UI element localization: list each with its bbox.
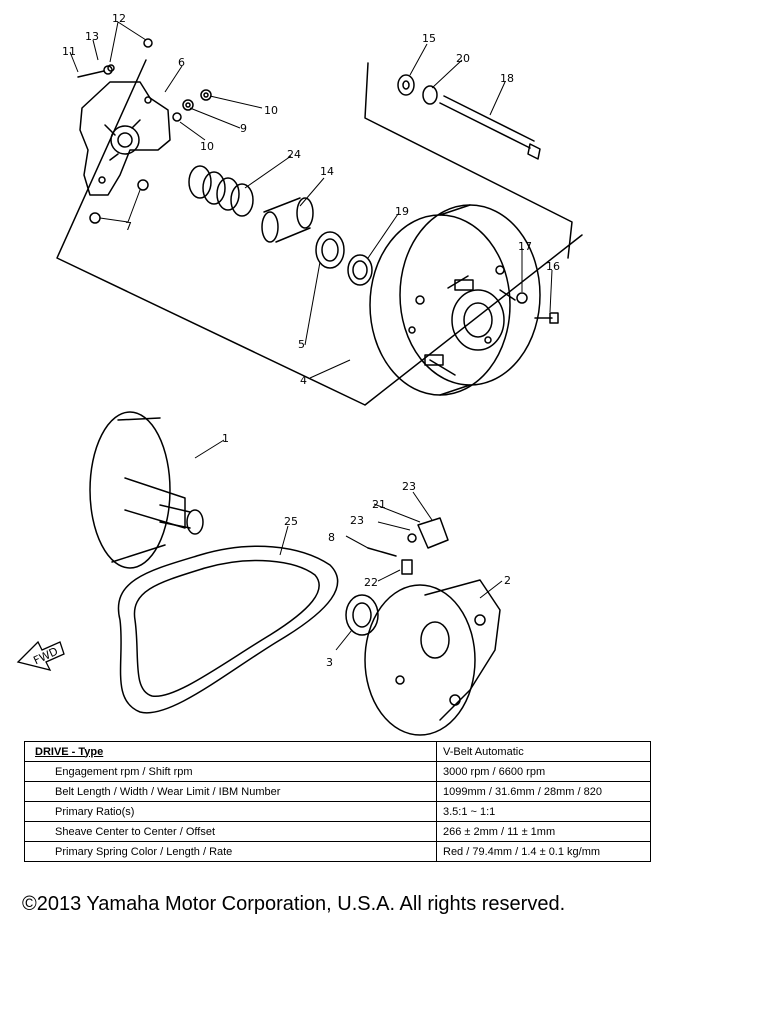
callout-11: 11 <box>62 45 76 58</box>
washer-part15 <box>397 74 415 96</box>
table-row: Primary Ratio(s) 3.5:1 ~ 1:1 <box>24 801 651 822</box>
callout-3: 3 <box>326 656 333 669</box>
bolt-part18 <box>439 95 541 160</box>
callout-23a: 23 <box>402 480 416 493</box>
fwd-arrow-icon: FWD <box>16 640 65 671</box>
callout-17: 17 <box>518 240 532 253</box>
spec-param: Sheave Center to Center / Offset <box>24 821 437 842</box>
callout-6: 6 <box>178 56 185 69</box>
callout-12: 12 <box>112 12 126 25</box>
callout-19: 19 <box>395 205 409 218</box>
callout-24: 24 <box>287 148 301 161</box>
callout-10a: 10 <box>264 104 278 117</box>
spec-param: Engagement rpm / Shift rpm <box>24 761 437 782</box>
v-belt-part25 <box>117 545 339 714</box>
callout-21: 21 <box>372 498 386 511</box>
spec-param: Primary Spring Color / Length / Rate <box>24 841 437 862</box>
movable-sheave-part2 <box>364 579 501 736</box>
spec-value: V-Belt Automatic <box>436 741 651 762</box>
bushing-part3 <box>345 594 379 636</box>
spring-part24 <box>188 165 254 217</box>
callout-20: 20 <box>456 52 470 65</box>
nut-part17 <box>516 292 528 304</box>
callout-15: 15 <box>422 32 436 45</box>
nuts-7 <box>89 179 149 224</box>
callout-1: 1 <box>222 432 229 445</box>
spec-value: Red / 79.4mm / 1.4 ± 0.1 kg/mm <box>436 841 651 862</box>
callout-9: 9 <box>240 122 247 135</box>
table-row: Primary Spring Color / Length / Rate Red… <box>24 841 651 862</box>
washer-part20 <box>422 85 438 105</box>
bushing-part19 <box>347 254 373 286</box>
callout-18: 18 <box>500 72 514 85</box>
callout-numbers: 11 13 12 6 10 9 10 7 24 14 15 20 18 19 1… <box>62 12 560 669</box>
bushing-part5 <box>315 231 345 269</box>
exploded-parts-diagram: FWD 11 13 12 6 10 9 10 7 24 14 15 20 18 … <box>16 12 583 736</box>
sliding-sheave-part4 <box>369 204 541 396</box>
bolts-11-12-13 <box>77 38 153 78</box>
callout-13: 13 <box>85 30 99 43</box>
table-row: DRIVE - Type V-Belt Automatic <box>24 741 651 762</box>
bolt-part16 <box>534 312 559 324</box>
callout-22: 22 <box>364 576 378 589</box>
table-row: Belt Length / Width / Wear Limit / IBM N… <box>24 781 651 802</box>
spider-bracket-part6 <box>79 81 171 196</box>
spec-value: 266 ± 2mm / 11 ± 1mm <box>436 821 651 842</box>
callout-10b: 10 <box>200 140 214 153</box>
rollers-9-10 <box>172 89 212 122</box>
table-row: Engagement rpm / Shift rpm 3000 rpm / 66… <box>24 761 651 782</box>
leader-lines <box>69 21 553 651</box>
callout-14: 14 <box>320 165 334 178</box>
callout-2: 2 <box>504 574 511 587</box>
copyright-notice: ©2013 Yamaha Motor Corporation, U.S.A. A… <box>22 893 566 915</box>
callout-23b: 23 <box>350 514 364 527</box>
spec-value: 1099mm / 31.6mm / 28mm / 820 <box>436 781 651 802</box>
callout-25: 25 <box>284 515 298 528</box>
callout-4: 4 <box>300 374 307 387</box>
spec-param: DRIVE - Type <box>24 741 437 762</box>
callout-7: 7 <box>125 220 132 233</box>
weight-arm-parts21-22-23 <box>367 517 449 575</box>
callout-16: 16 <box>546 260 560 273</box>
spec-param: Primary Ratio(s) <box>24 801 437 822</box>
drive-spec-table: DRIVE - Type V-Belt Automatic Engagement… <box>24 741 651 862</box>
callout-8: 8 <box>328 531 335 544</box>
upper-group-frame <box>56 59 583 406</box>
fixed-sheave-part1 <box>89 411 204 569</box>
spec-value: 3.5:1 ~ 1:1 <box>436 801 651 822</box>
spec-value: 3000 rpm / 6600 rpm <box>436 761 651 782</box>
table-row: Sheave Center to Center / Offset 266 ± 2… <box>24 821 651 842</box>
collar-part14 <box>261 197 314 243</box>
callout-5: 5 <box>298 338 305 351</box>
spec-param: Belt Length / Width / Wear Limit / IBM N… <box>24 781 437 802</box>
